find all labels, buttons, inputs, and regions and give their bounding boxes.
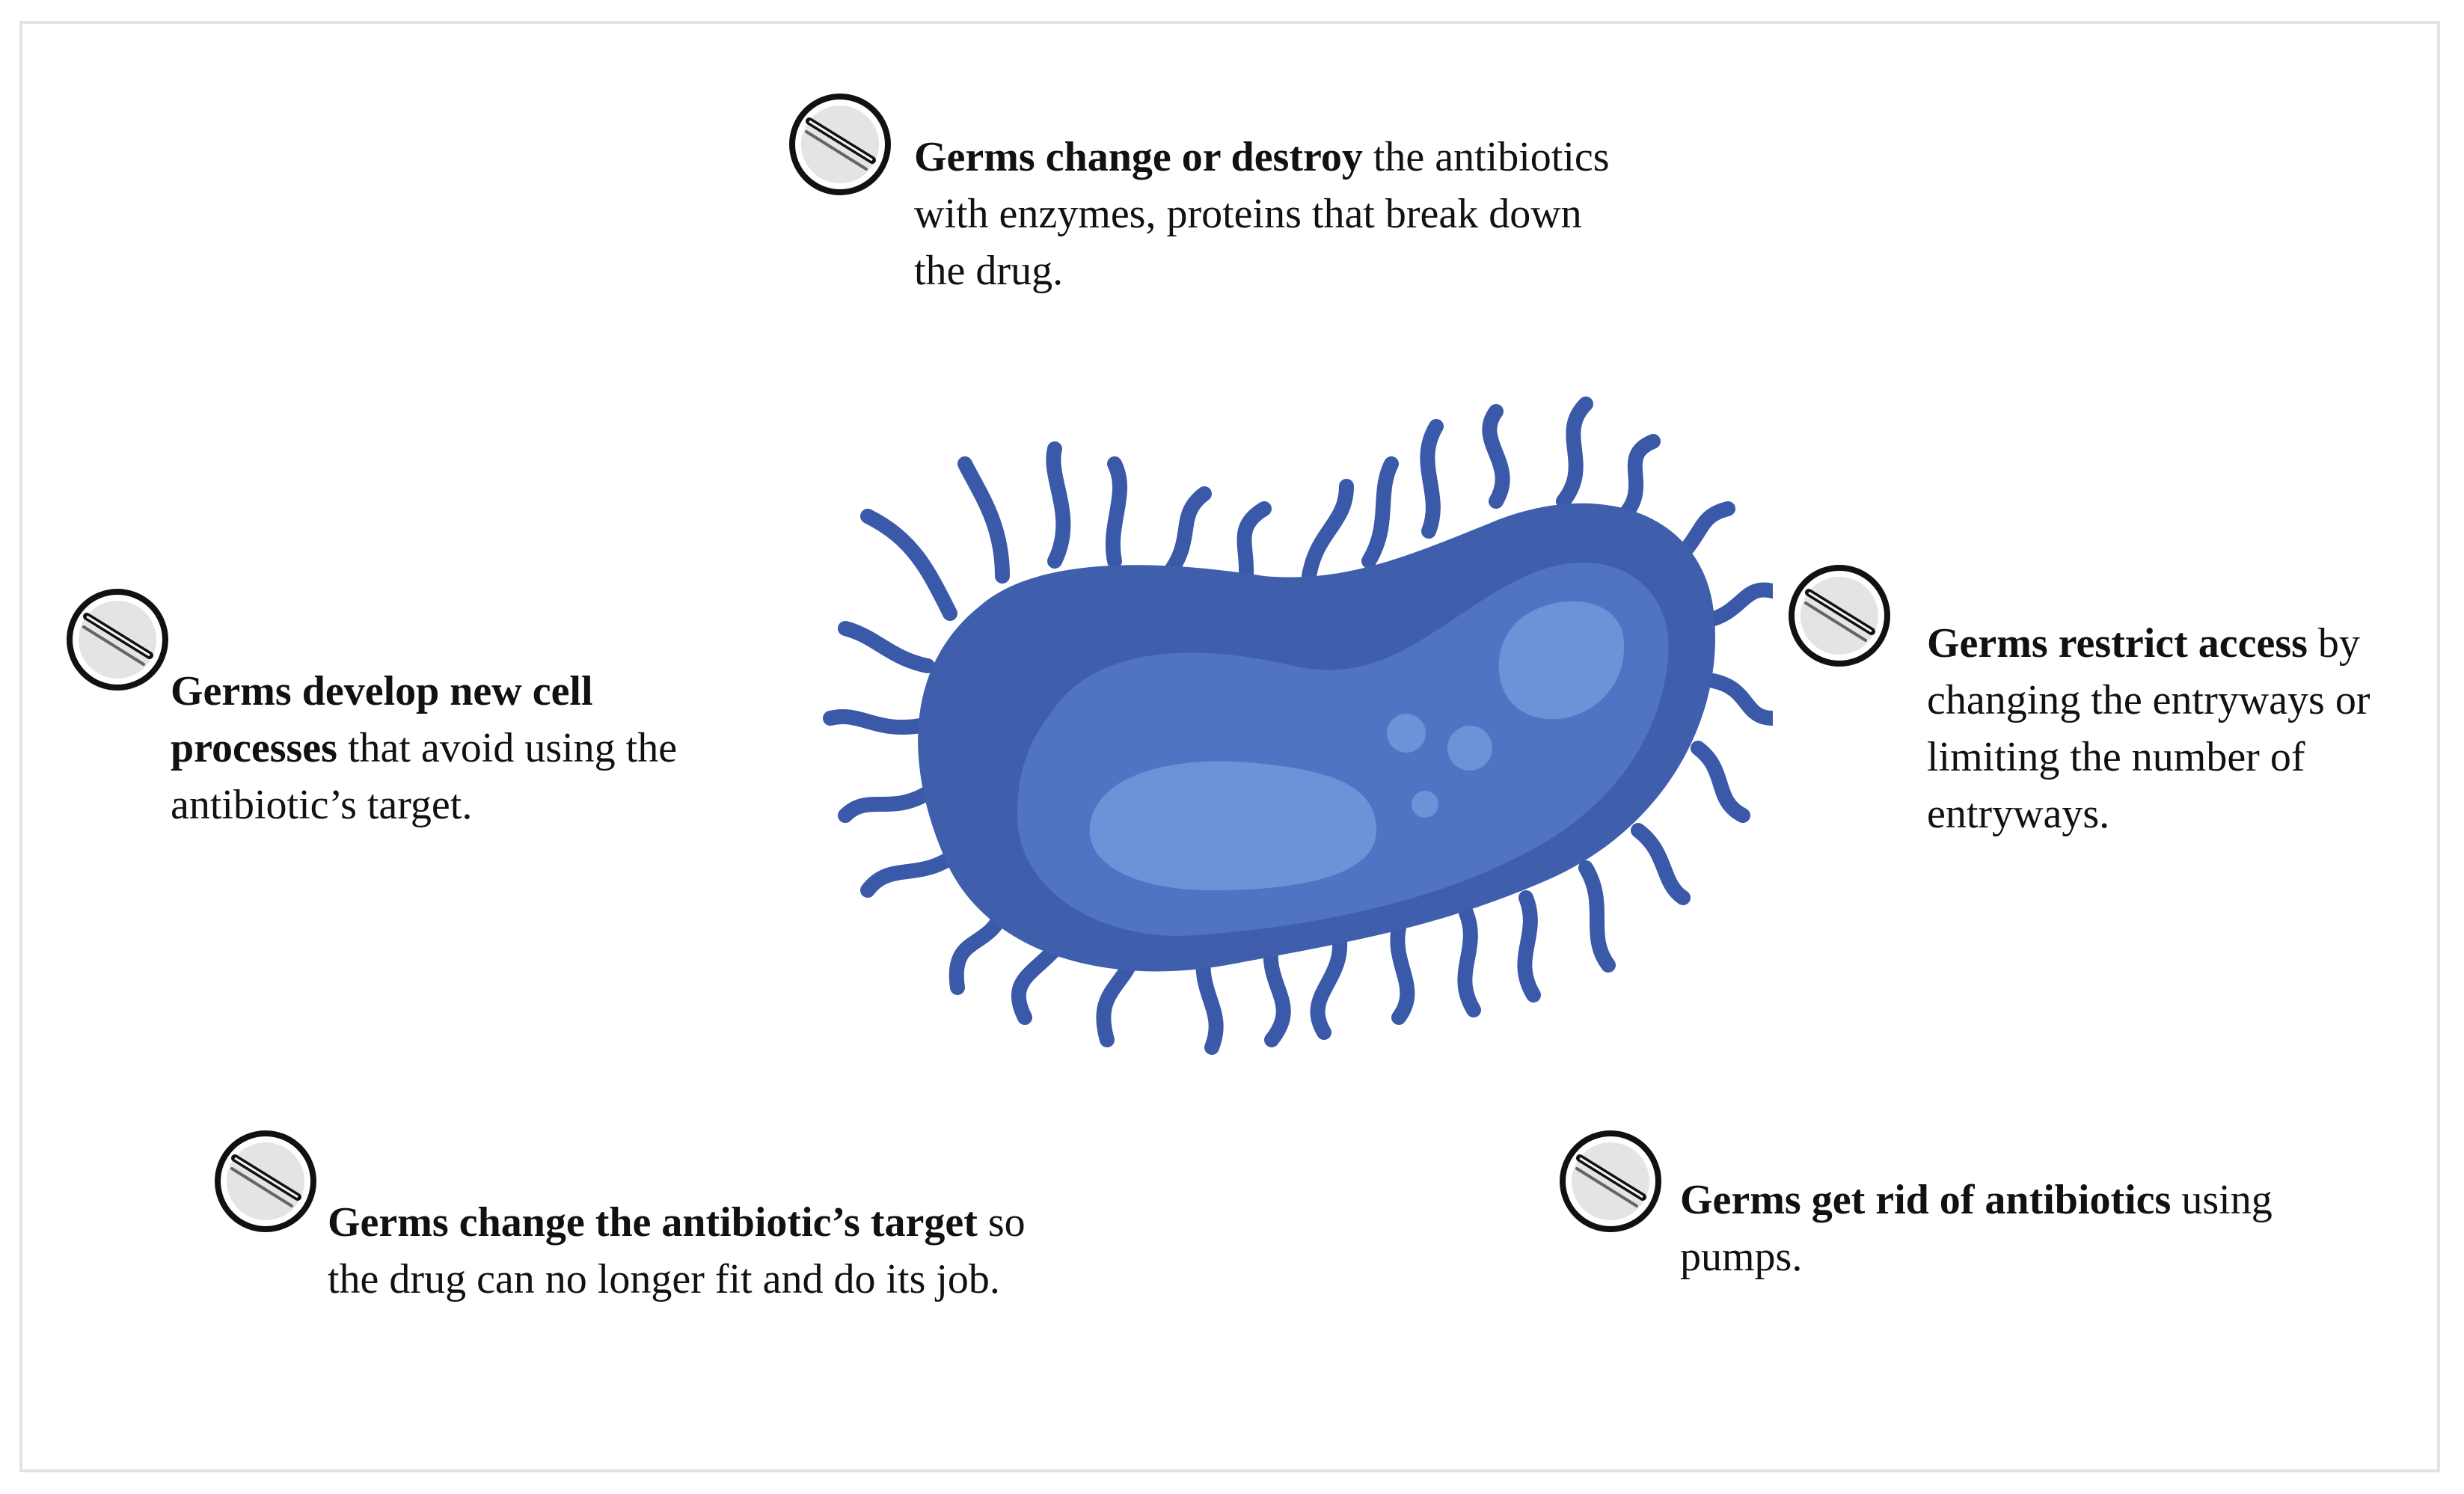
mechanism-pumps-bold: Germs get rid of antibiotics <box>1680 1177 2172 1223</box>
mechanism-restrict: Germs restrict access by changing the en… <box>1927 615 2436 842</box>
mechanism-pumps-text: using pumps. <box>1680 1177 2273 1280</box>
mechanism-destroy: Germs change or destroy the antibiotics … <box>914 129 1617 299</box>
mechanism-restrict-bold: Germs restrict access <box>1927 620 2308 667</box>
mechanism-pumps: Germs get rid of antibiotics using pumps… <box>1680 1172 2353 1285</box>
mechanism-destroy-bold: Germs change or destroy <box>914 134 1363 180</box>
mechanism-restrict-text: by changing the entryways or limiting th… <box>1927 620 2370 837</box>
cell-highlight-dot <box>1447 726 1492 771</box>
cell-highlight-large <box>1089 761 1376 890</box>
flagella <box>823 397 1773 1055</box>
mechanism-new-process-bold: Germs develop new cell processes <box>171 668 593 771</box>
cell-highlight-right <box>1498 601 1625 720</box>
cell-highlight-dot <box>1387 714 1426 753</box>
cell-highlight-dot <box>1412 791 1438 818</box>
mechanism-target-bold: Germs change the antibiotic’s target <box>328 1199 978 1246</box>
mechanism-target: Germs change the antibiotic’s target so … <box>328 1194 1046 1308</box>
pill-icon <box>67 589 168 691</box>
pill-icon <box>1789 565 1890 667</box>
pill-icon <box>1560 1130 1661 1232</box>
pill-icon <box>215 1130 316 1232</box>
bacterium-illustration <box>823 397 1773 1055</box>
mechanism-target-text: so the drug can no longer fit and do its… <box>328 1199 1026 1302</box>
pill-icon <box>789 94 891 195</box>
mechanism-new-process-text: that avoid using the antibiotic’s target… <box>171 725 678 828</box>
mechanism-new-process: Germs develop new cell processes that av… <box>171 663 739 833</box>
mechanism-destroy-text: the antibiotics with enzymes, proteins t… <box>914 134 1610 294</box>
